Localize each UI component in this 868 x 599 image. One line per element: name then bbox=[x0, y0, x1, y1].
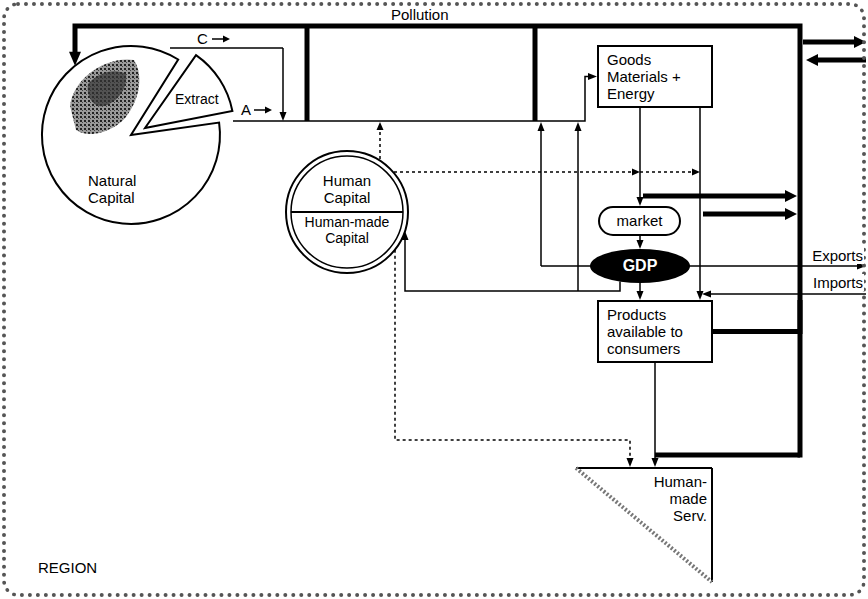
trade-label: Imports bbox=[812, 274, 864, 291]
ring-outer bbox=[286, 151, 408, 273]
arrowhead bbox=[265, 107, 272, 114]
label-arrow bbox=[212, 38, 224, 40]
arrowhead bbox=[377, 122, 384, 130]
capital-circle: Human CapitalHuman-made Capital bbox=[285, 150, 409, 274]
triangle-edge bbox=[576, 467, 712, 469]
divider-line bbox=[291, 211, 403, 213]
node-label: Human Capital bbox=[305, 172, 389, 206]
extract-slice: Extract bbox=[143, 51, 237, 130]
arrowhead bbox=[575, 122, 582, 131]
process-box: Products available to consumers bbox=[597, 300, 713, 363]
node-label: market bbox=[600, 208, 679, 234]
pollution-line bbox=[533, 26, 538, 121]
thin-heads bbox=[223, 36, 866, 298]
outflow-line bbox=[803, 40, 856, 45]
connector-line bbox=[405, 236, 620, 291]
flow-connector bbox=[233, 73, 597, 121]
arrowhead bbox=[588, 73, 597, 80]
pollution-line bbox=[655, 453, 800, 458]
flow-label: A bbox=[240, 101, 252, 118]
triangle-edge bbox=[711, 468, 713, 582]
flow-connector bbox=[402, 231, 621, 291]
import-line bbox=[710, 293, 866, 295]
node-shape bbox=[285, 150, 409, 274]
arrowhead bbox=[280, 112, 287, 121]
flow-connector bbox=[637, 283, 644, 300]
arrowhead bbox=[627, 458, 634, 467]
arrowhead bbox=[806, 54, 818, 66]
arrowhead bbox=[702, 291, 711, 298]
arrowhead bbox=[637, 197, 644, 206]
pollution-line bbox=[305, 26, 310, 121]
flow-line bbox=[282, 48, 284, 114]
node-label: Natural Capital bbox=[88, 172, 168, 206]
flow-connector bbox=[637, 236, 644, 249]
arrowhead bbox=[632, 169, 640, 176]
resource-patch bbox=[70, 59, 139, 134]
services-triangle: Human-made Serv. bbox=[575, 467, 713, 583]
node-label: GDP bbox=[590, 249, 690, 283]
arrowhead bbox=[697, 291, 704, 300]
thick-heads bbox=[785, 36, 866, 220]
connector-line bbox=[233, 77, 592, 122]
trade-label: Exports bbox=[811, 247, 864, 264]
connector-line bbox=[395, 250, 630, 462]
dotted-flow bbox=[394, 171, 633, 173]
dotted-flow bbox=[379, 129, 381, 159]
connector-line bbox=[699, 108, 701, 295]
flow-connector bbox=[652, 363, 659, 467]
region-label: REGION bbox=[38, 559, 128, 576]
pollution-line bbox=[643, 194, 787, 199]
flow-line bbox=[540, 129, 542, 266]
node-label: Extract bbox=[175, 91, 233, 107]
flow-line bbox=[170, 47, 283, 49]
arrowhead bbox=[538, 122, 545, 131]
node-label: Products available to consumers bbox=[607, 306, 693, 357]
flow-connector bbox=[637, 108, 644, 206]
triangle-edge bbox=[576, 468, 712, 582]
resource-patch bbox=[88, 71, 127, 106]
inflow-line bbox=[816, 58, 866, 63]
connector-line bbox=[639, 108, 641, 201]
label-arrow bbox=[254, 109, 266, 111]
thin-flows bbox=[170, 39, 866, 294]
dotted-flow bbox=[640, 171, 693, 173]
arrowhead bbox=[785, 190, 797, 202]
ring-inner bbox=[291, 156, 403, 268]
arrowhead bbox=[785, 208, 797, 220]
node-label: Human-made Capital bbox=[297, 214, 397, 246]
edge-label: Pollution bbox=[388, 7, 452, 23]
node-shape bbox=[143, 51, 237, 130]
connector-line bbox=[654, 363, 656, 462]
arrowhead bbox=[692, 169, 700, 176]
pollution-line bbox=[703, 212, 787, 217]
arrowhead bbox=[223, 36, 230, 43]
triangle-fill bbox=[576, 468, 712, 582]
arrowhead bbox=[637, 240, 644, 249]
arrowhead bbox=[637, 291, 644, 300]
arrowhead bbox=[652, 458, 659, 467]
flow-connector bbox=[697, 108, 704, 300]
flow-label: C bbox=[196, 30, 209, 47]
slice-outline bbox=[145, 55, 232, 128]
process-box: Goods Materials + Energy bbox=[597, 45, 713, 108]
node-label: Goods Materials + Energy bbox=[607, 51, 693, 102]
market-pill: market bbox=[598, 206, 681, 236]
gdp-ellipse: GDP bbox=[590, 249, 690, 283]
node-label: Human-made Serv. bbox=[647, 473, 707, 524]
